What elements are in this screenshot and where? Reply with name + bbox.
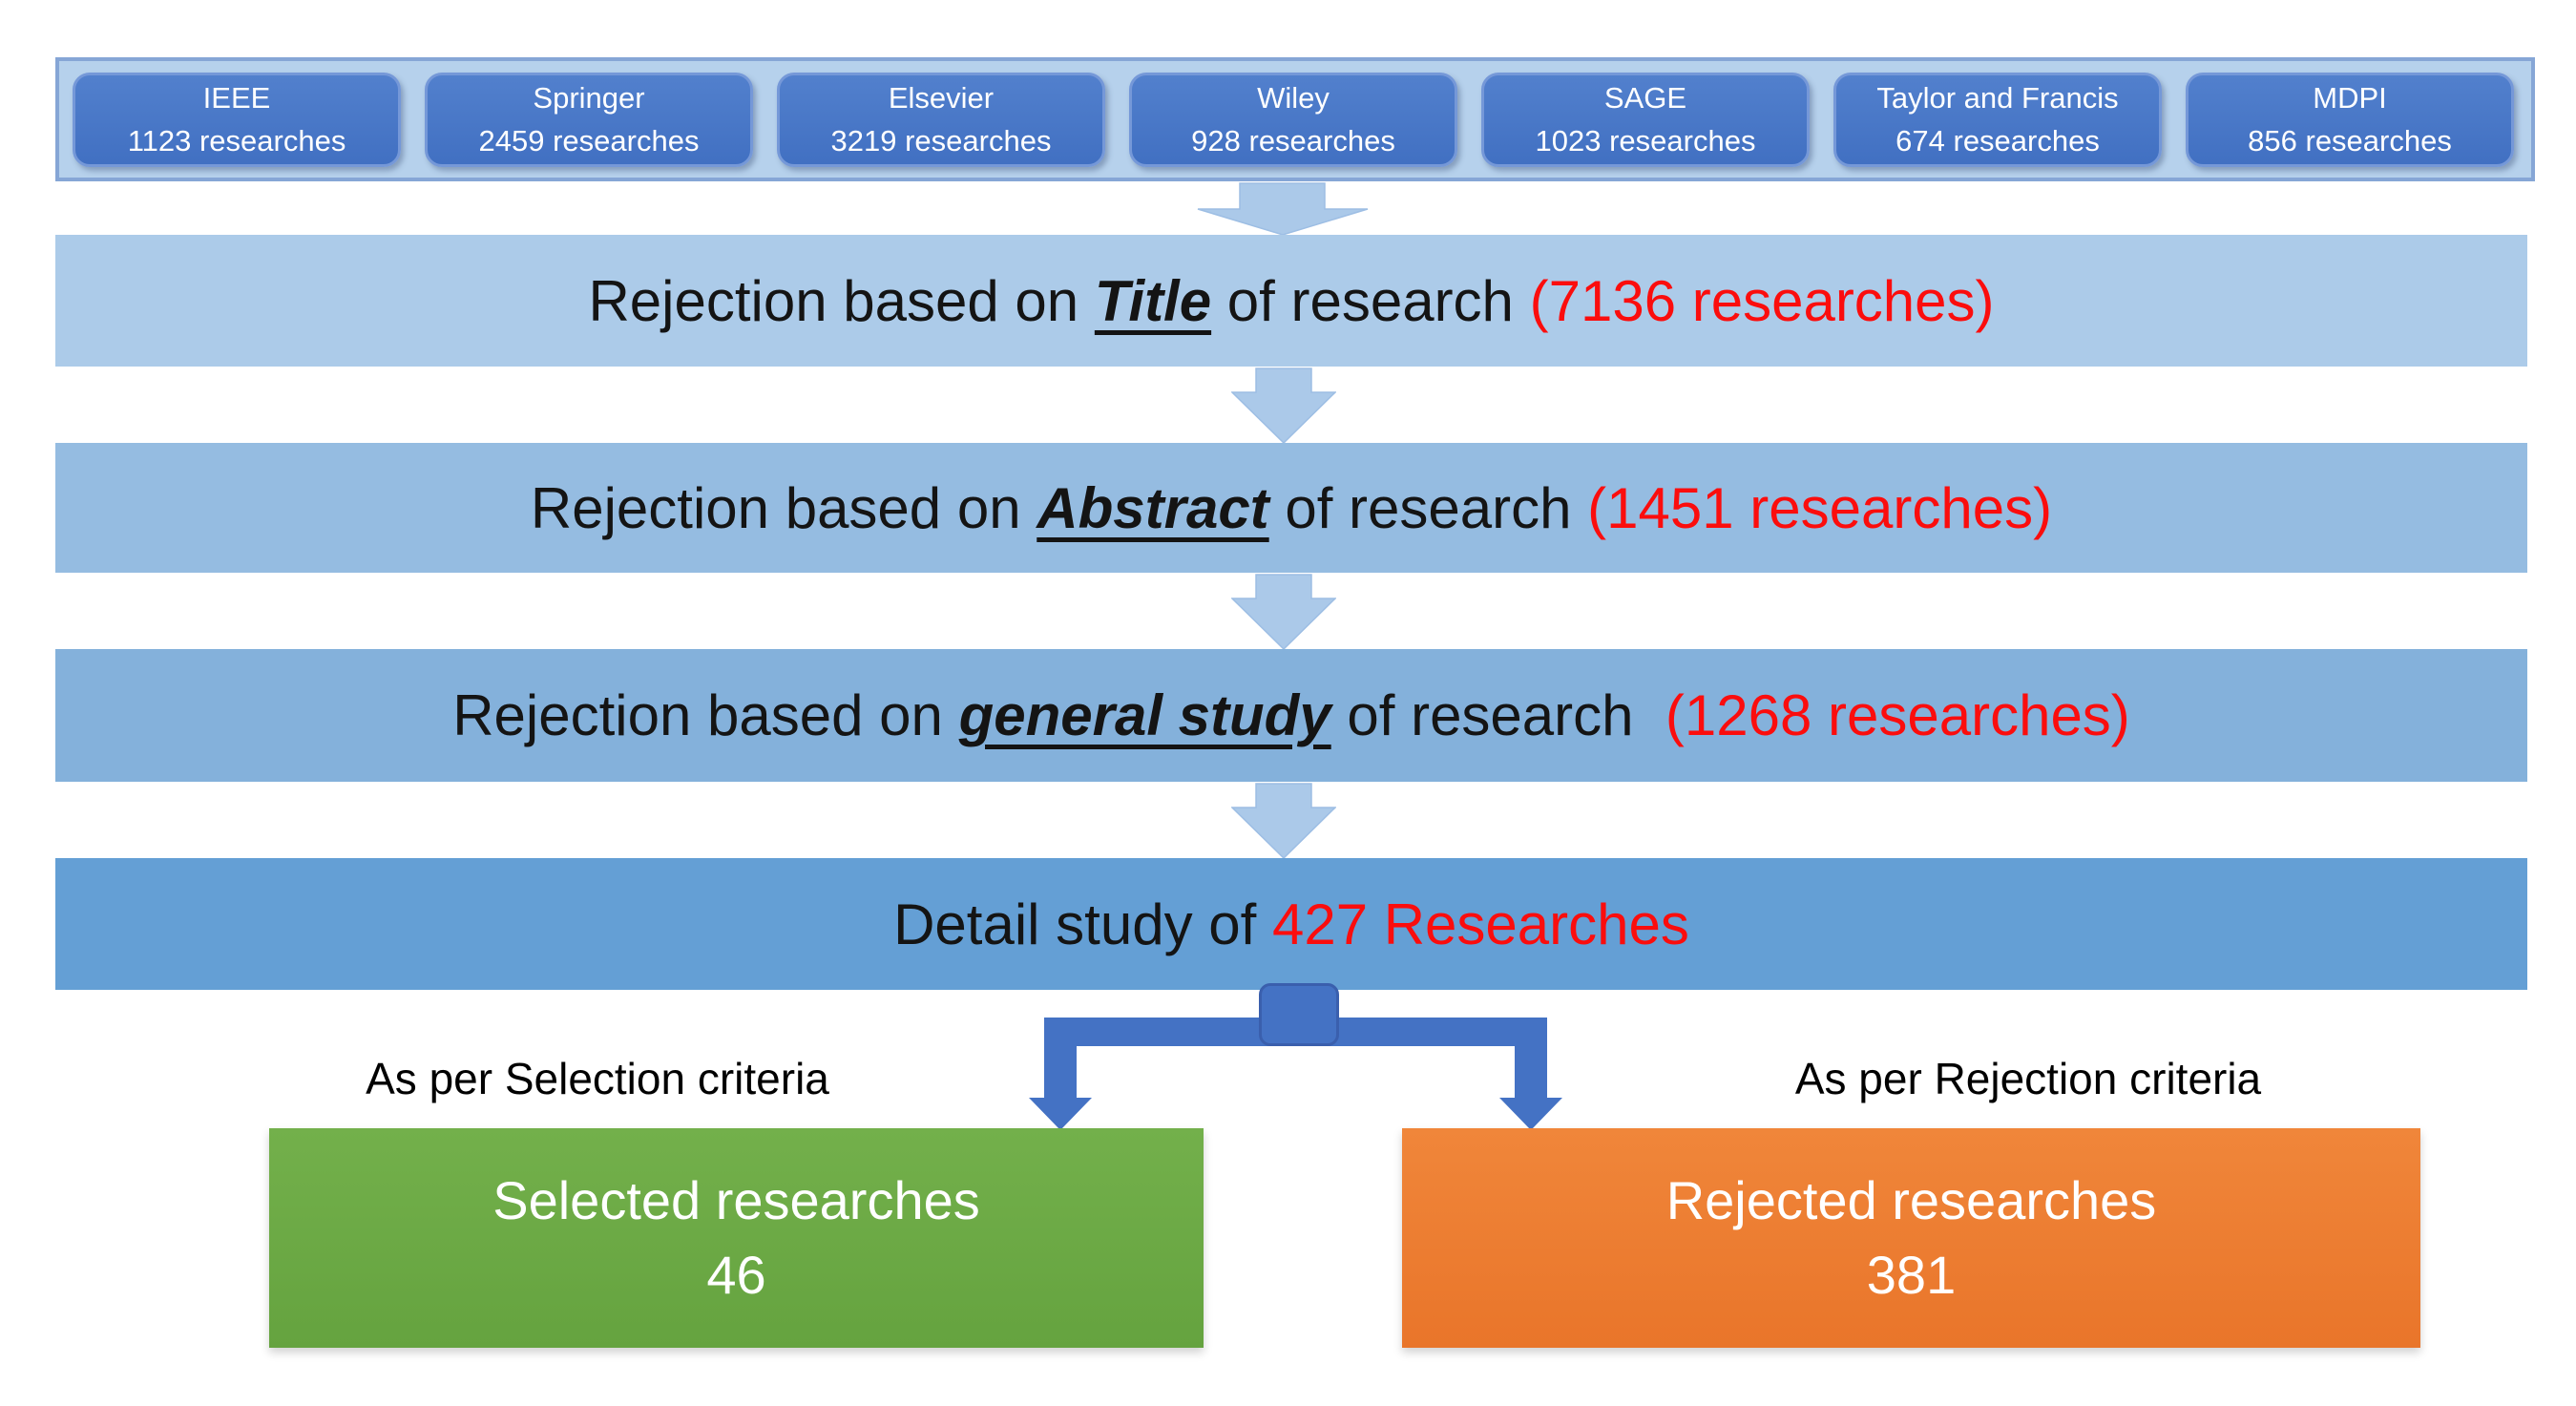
source-box-mdpi: MDPI 856 researches bbox=[2186, 73, 2514, 167]
stage-text-middle: of research bbox=[1330, 683, 1665, 747]
stage-bar-general-study-rejection: Rejection based on general study of rese… bbox=[55, 649, 2527, 782]
connector-node bbox=[1259, 983, 1339, 1046]
stage-text-prefix: Detail study of bbox=[893, 892, 1272, 956]
source-name: Elsevier bbox=[888, 81, 995, 115]
source-count: 2459 researches bbox=[478, 123, 700, 157]
stage-bar-abstract-rejection: Rejection based on Abstract of research … bbox=[55, 443, 2527, 573]
stage-text-middle: of research bbox=[1211, 268, 1530, 333]
source-name: SAGE bbox=[1603, 81, 1687, 115]
rejected-researches-box: Rejected researches 381 bbox=[1402, 1128, 2420, 1348]
result-value: 381 bbox=[1866, 1245, 1957, 1305]
source-count: 1123 researches bbox=[127, 123, 346, 157]
stage-count: (7136 researches) bbox=[1529, 268, 1995, 333]
selection-criteria-label: As per Selection criteria bbox=[366, 1054, 829, 1103]
source-name: IEEE bbox=[202, 81, 271, 115]
source-box-ieee: IEEE 1123 researches bbox=[73, 73, 401, 167]
source-name: MDPI bbox=[2313, 81, 2387, 115]
source-box-wiley: Wiley 928 researches bbox=[1129, 73, 1457, 167]
stage-count: (1268 researches) bbox=[1665, 683, 2130, 747]
source-name: Taylor and Francis bbox=[1876, 81, 2119, 115]
source-row: IEEE 1123 researches Springer 2459 resea… bbox=[73, 73, 2514, 167]
sources-banner: IEEE 1123 researches Springer 2459 resea… bbox=[55, 57, 2535, 181]
stage-text-emphasis: general study bbox=[958, 683, 1331, 747]
source-count: 1023 researches bbox=[1535, 123, 1756, 157]
stage-text-prefix: Rejection based on bbox=[588, 268, 1095, 333]
source-count: 674 researches bbox=[1895, 123, 2100, 157]
result-value: 46 bbox=[706, 1245, 766, 1305]
source-box-springer: Springer 2459 researches bbox=[425, 73, 753, 167]
stage-bar-title-rejection: Rejection based on Title of research (71… bbox=[55, 235, 2527, 367]
stage-text-middle: of research bbox=[1268, 475, 1588, 540]
down-arrow-icon bbox=[1231, 367, 1336, 444]
down-arrow-icon bbox=[1197, 182, 1369, 236]
rejection-criteria-label: As per Rejection criteria bbox=[1794, 1054, 2262, 1103]
stage-text-prefix: Rejection based on bbox=[530, 475, 1037, 540]
down-arrow-icon bbox=[1231, 574, 1336, 650]
source-name: Wiley bbox=[1257, 81, 1330, 115]
stage-count: 427 Researches bbox=[1271, 892, 1689, 956]
source-box-sage: SAGE 1023 researches bbox=[1481, 73, 1810, 167]
source-name: Springer bbox=[533, 81, 645, 115]
stage-text-emphasis: Title bbox=[1094, 268, 1212, 333]
connector-left-stem bbox=[1044, 1018, 1077, 1100]
stage-text-prefix: Rejection based on bbox=[452, 683, 959, 747]
stage-count: (1451 researches) bbox=[1587, 475, 2053, 540]
source-count: 856 researches bbox=[2248, 123, 2452, 157]
result-title: Rejected researches bbox=[1665, 1170, 2157, 1231]
connector-right-stem bbox=[1515, 1018, 1547, 1100]
down-arrowhead-icon bbox=[1499, 1098, 1562, 1130]
selected-researches-box: Selected researches 46 bbox=[269, 1128, 1204, 1348]
source-box-elsevier: Elsevier 3219 researches bbox=[777, 73, 1105, 167]
result-title: Selected researches bbox=[492, 1170, 980, 1231]
source-count: 928 researches bbox=[1191, 123, 1395, 157]
source-count: 3219 researches bbox=[830, 123, 1052, 157]
stage-text-emphasis: Abstract bbox=[1037, 475, 1269, 540]
stage-bar-detail-study: Detail study of 427 Researches bbox=[55, 858, 2527, 990]
down-arrow-icon bbox=[1231, 783, 1336, 859]
down-arrowhead-icon bbox=[1029, 1098, 1092, 1130]
source-box-taylor-francis: Taylor and Francis 674 researches bbox=[1833, 73, 2162, 167]
